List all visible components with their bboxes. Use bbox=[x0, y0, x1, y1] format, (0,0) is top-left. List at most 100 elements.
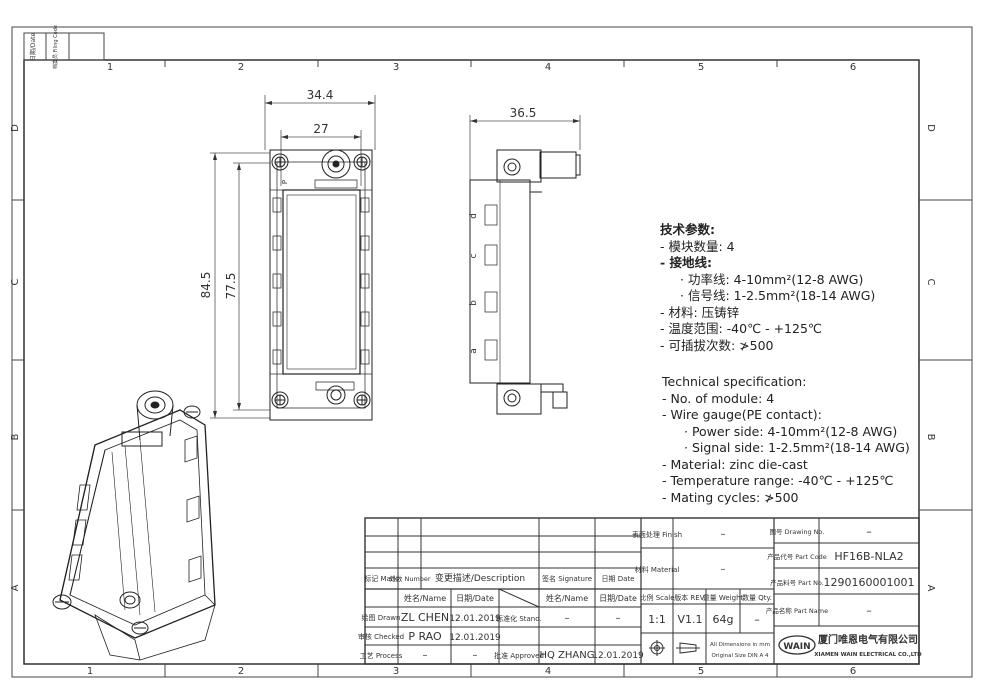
col-label-bottom-1: 1 bbox=[87, 666, 93, 677]
spec-cn-signal: · 信号线: 1-2.5mm²(18-14 AWG) bbox=[680, 288, 876, 303]
tb-drawing-no: 图号 Drawing No. bbox=[770, 528, 825, 536]
filing-box: 日期/Date 档案员 Filing Code bbox=[23, 25, 105, 69]
tb-part-name-value: – bbox=[866, 604, 872, 617]
tb-logo: WAIN bbox=[783, 642, 810, 652]
spec-cn-modules: - 模块数量: 4 bbox=[660, 238, 735, 254]
tb-date-header: 日期/Date bbox=[456, 594, 494, 603]
tb-checked-name: P RAO bbox=[408, 630, 442, 643]
col-label-bottom-6: 6 bbox=[850, 666, 856, 677]
tb-scale-value: 1:1 bbox=[648, 613, 666, 626]
tb-qty: 数量 Qty. bbox=[742, 593, 772, 602]
front-view bbox=[210, 95, 376, 421]
tb-checked: 审核 Checked bbox=[358, 632, 404, 641]
dim-depth: 36.5 bbox=[510, 106, 537, 120]
spec-en-power: · Power side: 4-10mm²(12-8 AWG) bbox=[684, 423, 898, 439]
col-label-top-6: 6 bbox=[850, 62, 856, 73]
tb-units-note-2: Original Size DIN A 4 bbox=[711, 653, 769, 659]
tb-approved-date: 12.01.2019 bbox=[592, 651, 644, 661]
marker-a: a bbox=[469, 348, 479, 354]
col-label-bottom-5: 5 bbox=[698, 666, 704, 677]
tb-drawn: 绘图 Drawn bbox=[362, 613, 401, 622]
spec-en-temp: - Temperature range: -40℃ - +125℃ bbox=[662, 473, 894, 488]
tb-qty-value: – bbox=[754, 613, 760, 626]
tb-process-date: – bbox=[473, 650, 478, 661]
tb-drawn-name: ZL CHEN bbox=[401, 611, 449, 624]
col-label-bottom-4: 4 bbox=[545, 666, 551, 677]
tb-weight: 重量 Weight bbox=[703, 594, 744, 602]
tb-name-header-2: 姓名/Name bbox=[546, 593, 588, 603]
tb-approved-name: HQ ZHANG bbox=[539, 650, 594, 661]
tb-drawing-no-value: – bbox=[866, 525, 872, 538]
col-label-bottom-3: 3 bbox=[393, 666, 399, 677]
marker-p: P bbox=[281, 180, 289, 184]
tb-finish: 表面处理 Finish bbox=[632, 530, 682, 539]
spec-cn-mating: - 可插拔次数: ≯500 bbox=[660, 337, 774, 353]
tb-checked-date: 12.01.2019 bbox=[449, 633, 501, 643]
col-label-top-1: 1 bbox=[107, 62, 113, 73]
row-label-left-b: B bbox=[10, 433, 21, 440]
tb-mark: 标记 Mark bbox=[364, 574, 398, 583]
tb-company-en: XIAMEN WAIN ELECTRICAL CO.,LTD bbox=[814, 652, 922, 658]
marker-b: b bbox=[469, 300, 479, 306]
tb-rev: 版本 REV. bbox=[674, 593, 706, 602]
outer-frame bbox=[11, 26, 973, 678]
spec-en-material: - Material: zinc die-cast bbox=[662, 456, 808, 472]
tb-standard: 标准化 Stand. bbox=[496, 614, 542, 623]
tb-number: 处数 Number bbox=[389, 574, 431, 583]
row-label-left-c: C bbox=[10, 278, 21, 285]
tb-part-name: 产品名称 Part Name bbox=[766, 606, 828, 615]
col-label-top-2: 2 bbox=[238, 62, 244, 73]
tb-part-no-value: 1290160001001 bbox=[824, 576, 915, 589]
spec-en-modules: - No. of module: 4 bbox=[662, 390, 775, 406]
tb-units-note-1: All Dimensions in mm bbox=[710, 642, 770, 648]
row-label-left-a: A bbox=[10, 584, 21, 591]
col-label-top-4: 4 bbox=[545, 62, 551, 73]
tb-scale: 比例 Scale bbox=[639, 593, 674, 602]
tb-description: 变更描述/Description bbox=[435, 572, 525, 584]
side-view bbox=[469, 115, 581, 415]
dim-height-inner: 77.5 bbox=[224, 273, 238, 300]
tb-date: 日期 Date bbox=[602, 575, 635, 583]
tb-signature: 签名 Signature bbox=[542, 574, 592, 583]
spec-english: Technical specification: - No. of module… bbox=[662, 374, 910, 506]
tb-part-no: 产品料号 Part No. bbox=[770, 578, 824, 587]
tb-date-header-2: 日期/Date bbox=[599, 594, 637, 603]
tb-process: 工艺 Process bbox=[360, 652, 403, 660]
dim-width-overall: 34.4 bbox=[307, 88, 334, 102]
marker-c: c bbox=[469, 253, 479, 258]
col-label-top-3: 3 bbox=[393, 62, 399, 73]
row-label-right-b: B bbox=[925, 434, 936, 441]
tb-stand-name: – bbox=[565, 613, 570, 624]
isometric-view bbox=[52, 390, 216, 661]
tb-finish-value: – bbox=[721, 529, 726, 540]
col-label-top-5: 5 bbox=[698, 62, 704, 73]
tb-process-name: – bbox=[423, 650, 428, 661]
filing-date-label: 日期/Date bbox=[29, 33, 37, 62]
tb-part-code: 产品代号 Part Code bbox=[767, 552, 827, 561]
tb-material-value: – bbox=[721, 564, 726, 575]
spec-cn-pe: - 接地线: bbox=[660, 255, 713, 270]
tb-weight-value: 64g bbox=[713, 613, 734, 626]
row-label-right-d: D bbox=[925, 124, 936, 132]
tb-material: 材料 Material bbox=[635, 565, 680, 574]
spec-en-pe: - Wire gauge(PE contact): bbox=[662, 407, 822, 422]
tb-company-cn: 厦门唯恩电气有限公司 bbox=[818, 633, 918, 646]
tb-part-code-value: HF16B-NLA2 bbox=[834, 550, 903, 563]
spec-cn-material: - 材料: 压铸锌 bbox=[660, 304, 740, 320]
spec-en-mating: - Mating cycles: ≯500 bbox=[662, 489, 799, 505]
dim-width-inner: 27 bbox=[313, 122, 328, 136]
tb-stand-date: – bbox=[616, 613, 621, 624]
spec-en-title: Technical specification: bbox=[662, 374, 807, 389]
tb-rev-value: V1.1 bbox=[677, 613, 702, 626]
tb-drawn-date: 12.01.2019 bbox=[449, 614, 501, 624]
row-label-right-a: A bbox=[925, 585, 936, 592]
row-label-right-c: C bbox=[925, 279, 936, 286]
spec-cn-title: 技术参数: bbox=[660, 222, 715, 237]
dim-height-overall: 84.5 bbox=[199, 272, 213, 299]
spec-chinese: 技术参数: - 模块数量: 4 - 接地线: · 功率线: 4-10mm²(12… bbox=[660, 222, 875, 354]
tb-name-header: 姓名/Name bbox=[404, 593, 446, 603]
spec-en-signal: · Signal side: 1-2.5mm²(18-14 AWG) bbox=[684, 440, 910, 455]
title-block bbox=[364, 517, 920, 665]
marker-d: d bbox=[469, 213, 479, 219]
